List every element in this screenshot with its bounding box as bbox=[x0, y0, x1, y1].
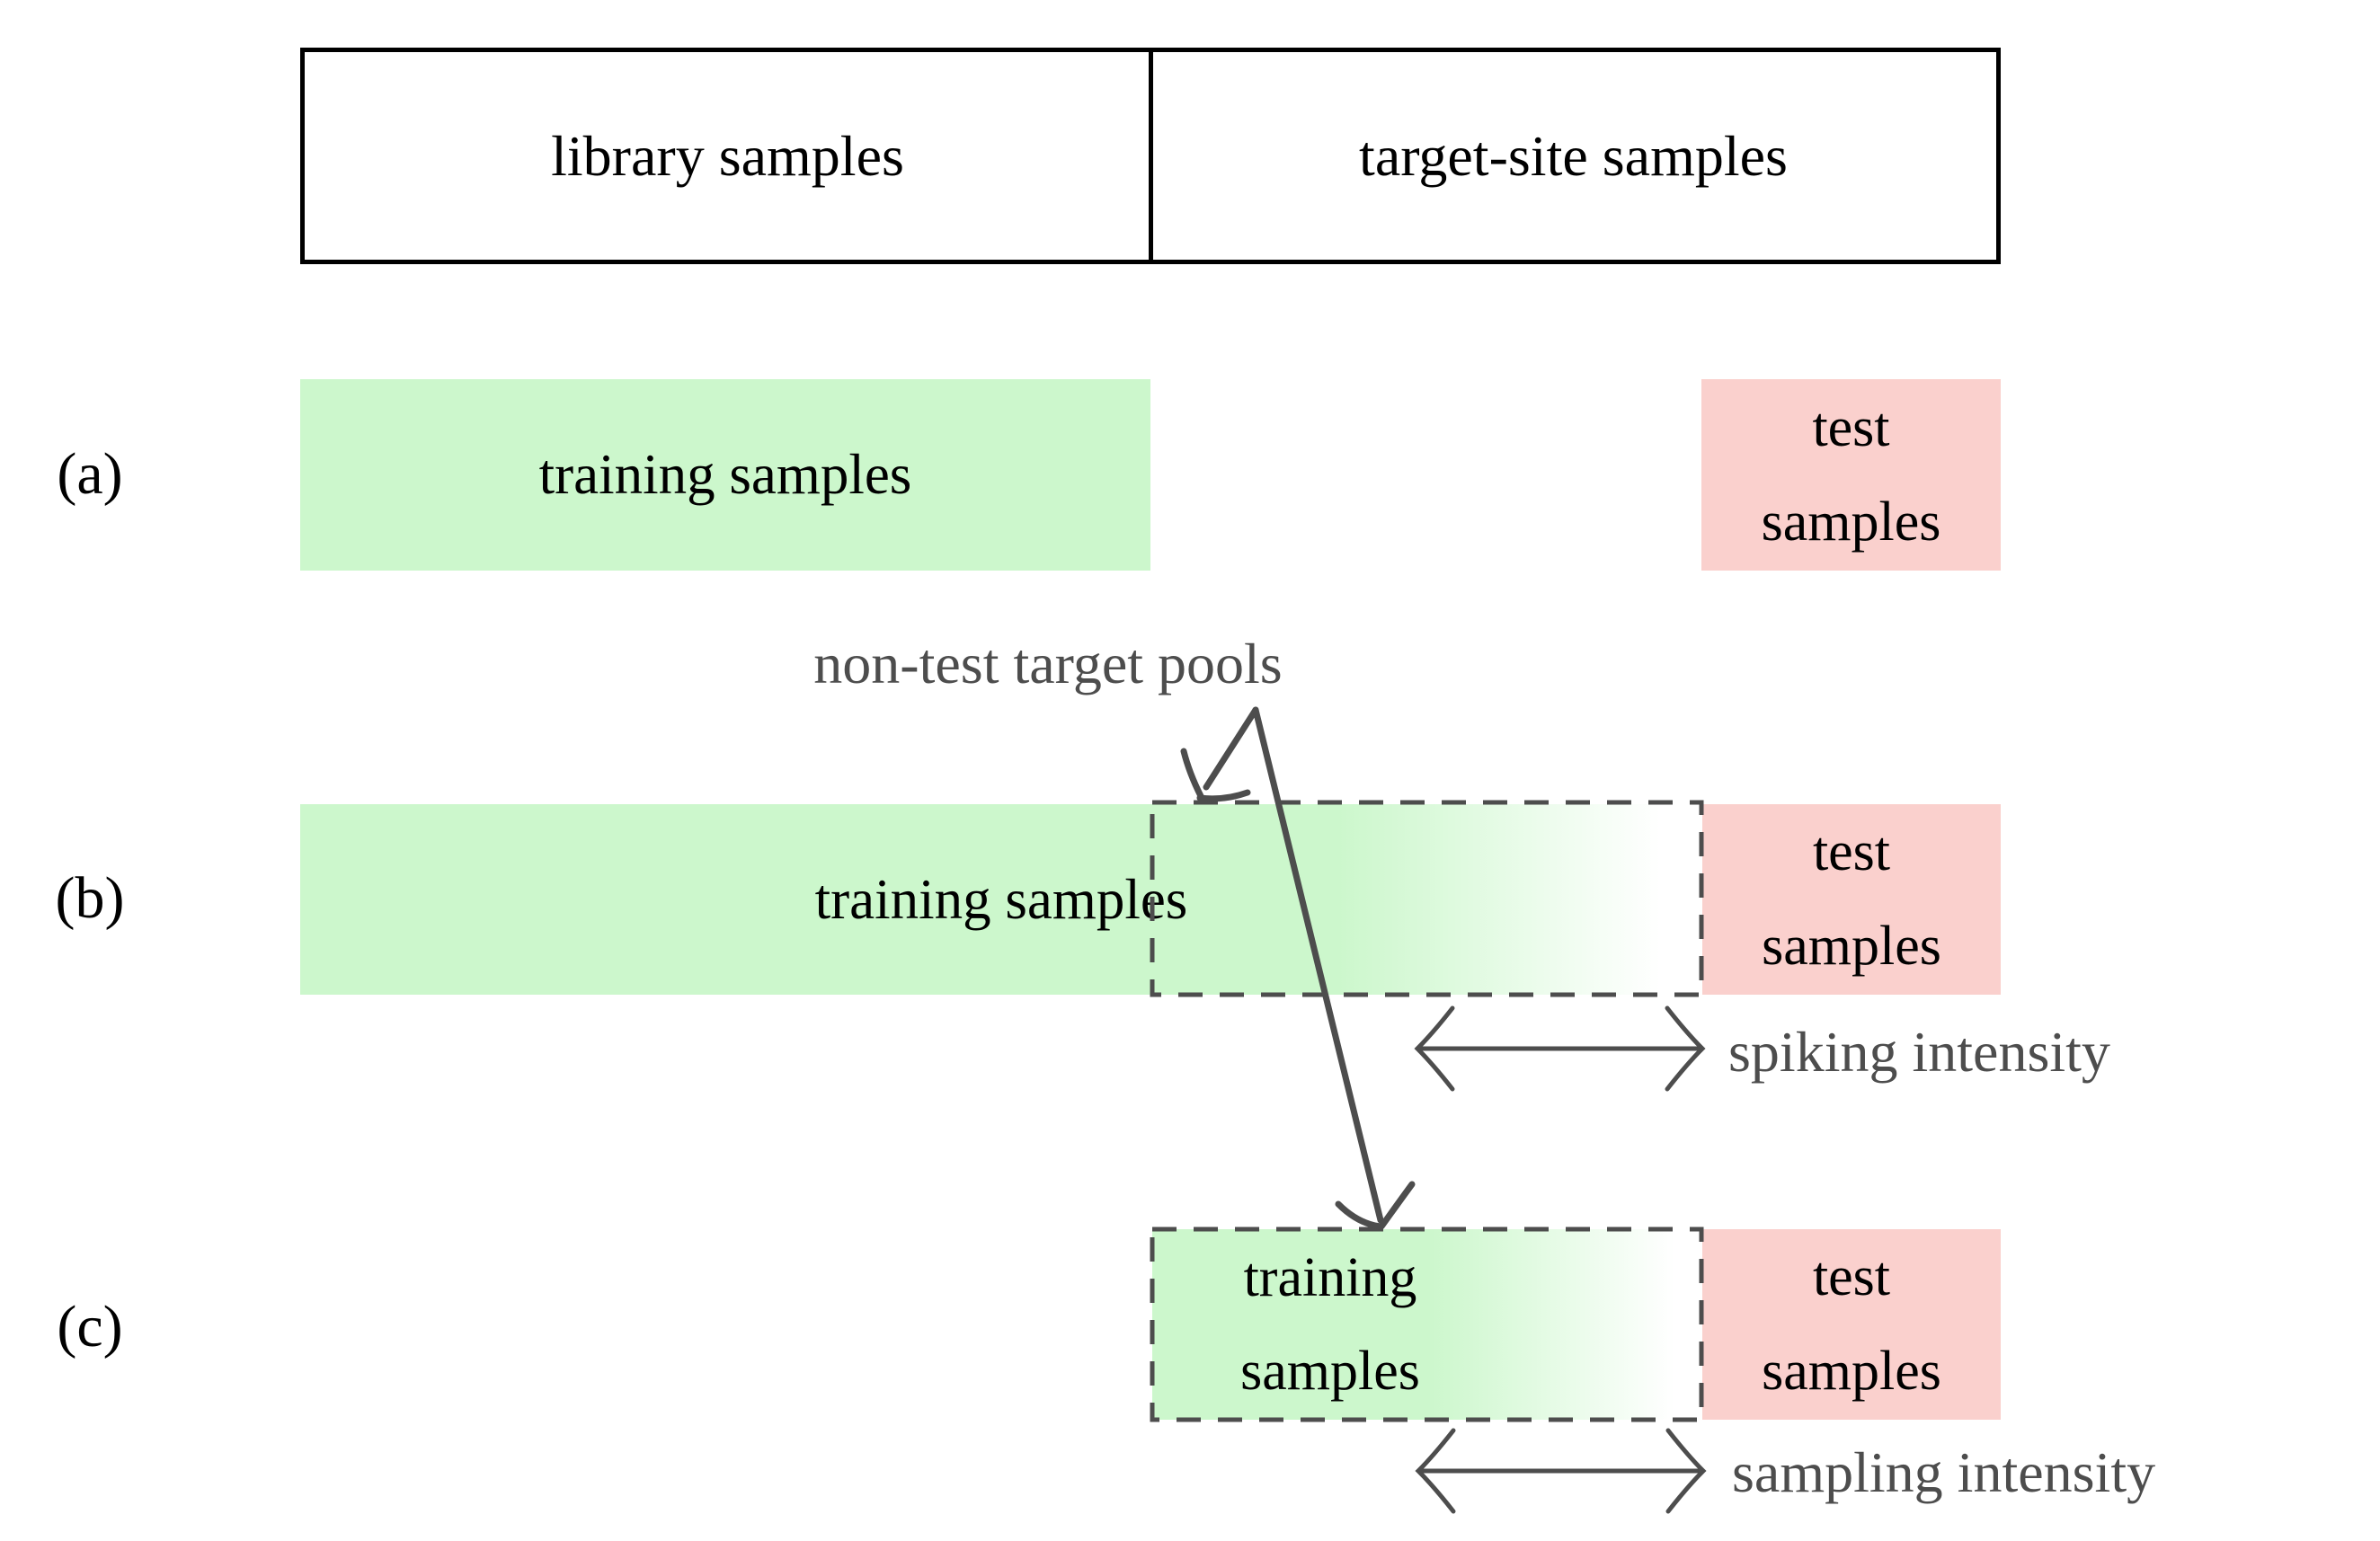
target-site-samples-label: target-site samples bbox=[1359, 123, 1788, 188]
row-c-training-text: training samples bbox=[1152, 1229, 1508, 1420]
header-column-divider bbox=[1149, 48, 1153, 264]
pointer-arrow-to-b-head bbox=[1180, 748, 1251, 802]
header-cell-target-site: target-site samples bbox=[1150, 52, 1996, 260]
row-c-training-line2: samples bbox=[1240, 1341, 1420, 1402]
spiking-intensity-arrow-left-head bbox=[1414, 1005, 1455, 1092]
sampling-intensity-arrow-right-head bbox=[1665, 1428, 1707, 1514]
non-test-target-pools-label: non-test target pools bbox=[813, 632, 1283, 695]
row-b-test-line1: test bbox=[1812, 821, 1891, 882]
row-a-test-line2: samples bbox=[1761, 491, 1941, 553]
row-c-training-box: training samples bbox=[1152, 1229, 1702, 1420]
row-c-test-box: test samples bbox=[1702, 1229, 2001, 1420]
sampling-intensity-label: sampling intensity bbox=[1732, 1440, 2156, 1504]
row-b-test-box: test samples bbox=[1702, 804, 2001, 995]
row-b-training-label: training samples bbox=[814, 867, 1188, 931]
header-cell-library: library samples bbox=[305, 52, 1150, 260]
row-b-label: (b) bbox=[55, 865, 125, 931]
row-c-label: (c) bbox=[57, 1294, 123, 1359]
row-a-training-label: training samples bbox=[538, 443, 912, 506]
spiking-intensity-label: spiking intensity bbox=[1728, 1020, 2110, 1084]
row-a-test-line1: test bbox=[1812, 396, 1890, 458]
row-c-test-line2: samples bbox=[1762, 1341, 1941, 1402]
row-c-test-line1: test bbox=[1812, 1246, 1891, 1307]
row-a-training-box: training samples bbox=[300, 379, 1150, 571]
row-b-test-line2: samples bbox=[1762, 916, 1941, 977]
row-b-training-box: training samples bbox=[300, 804, 1702, 995]
sampling-intensity-arrow-left-head bbox=[1415, 1428, 1456, 1514]
pointer-arrow-to-c-head bbox=[1335, 1181, 1416, 1230]
pointer-arrow-to-b-line bbox=[1203, 706, 1259, 791]
library-samples-label: library samples bbox=[551, 123, 904, 188]
row-a-test-box: test samples bbox=[1701, 379, 2001, 571]
spiking-intensity-arrow-right-head bbox=[1665, 1005, 1706, 1092]
row-c-training-line1: training bbox=[1243, 1247, 1417, 1308]
row-a-label: (a) bbox=[57, 441, 123, 507]
